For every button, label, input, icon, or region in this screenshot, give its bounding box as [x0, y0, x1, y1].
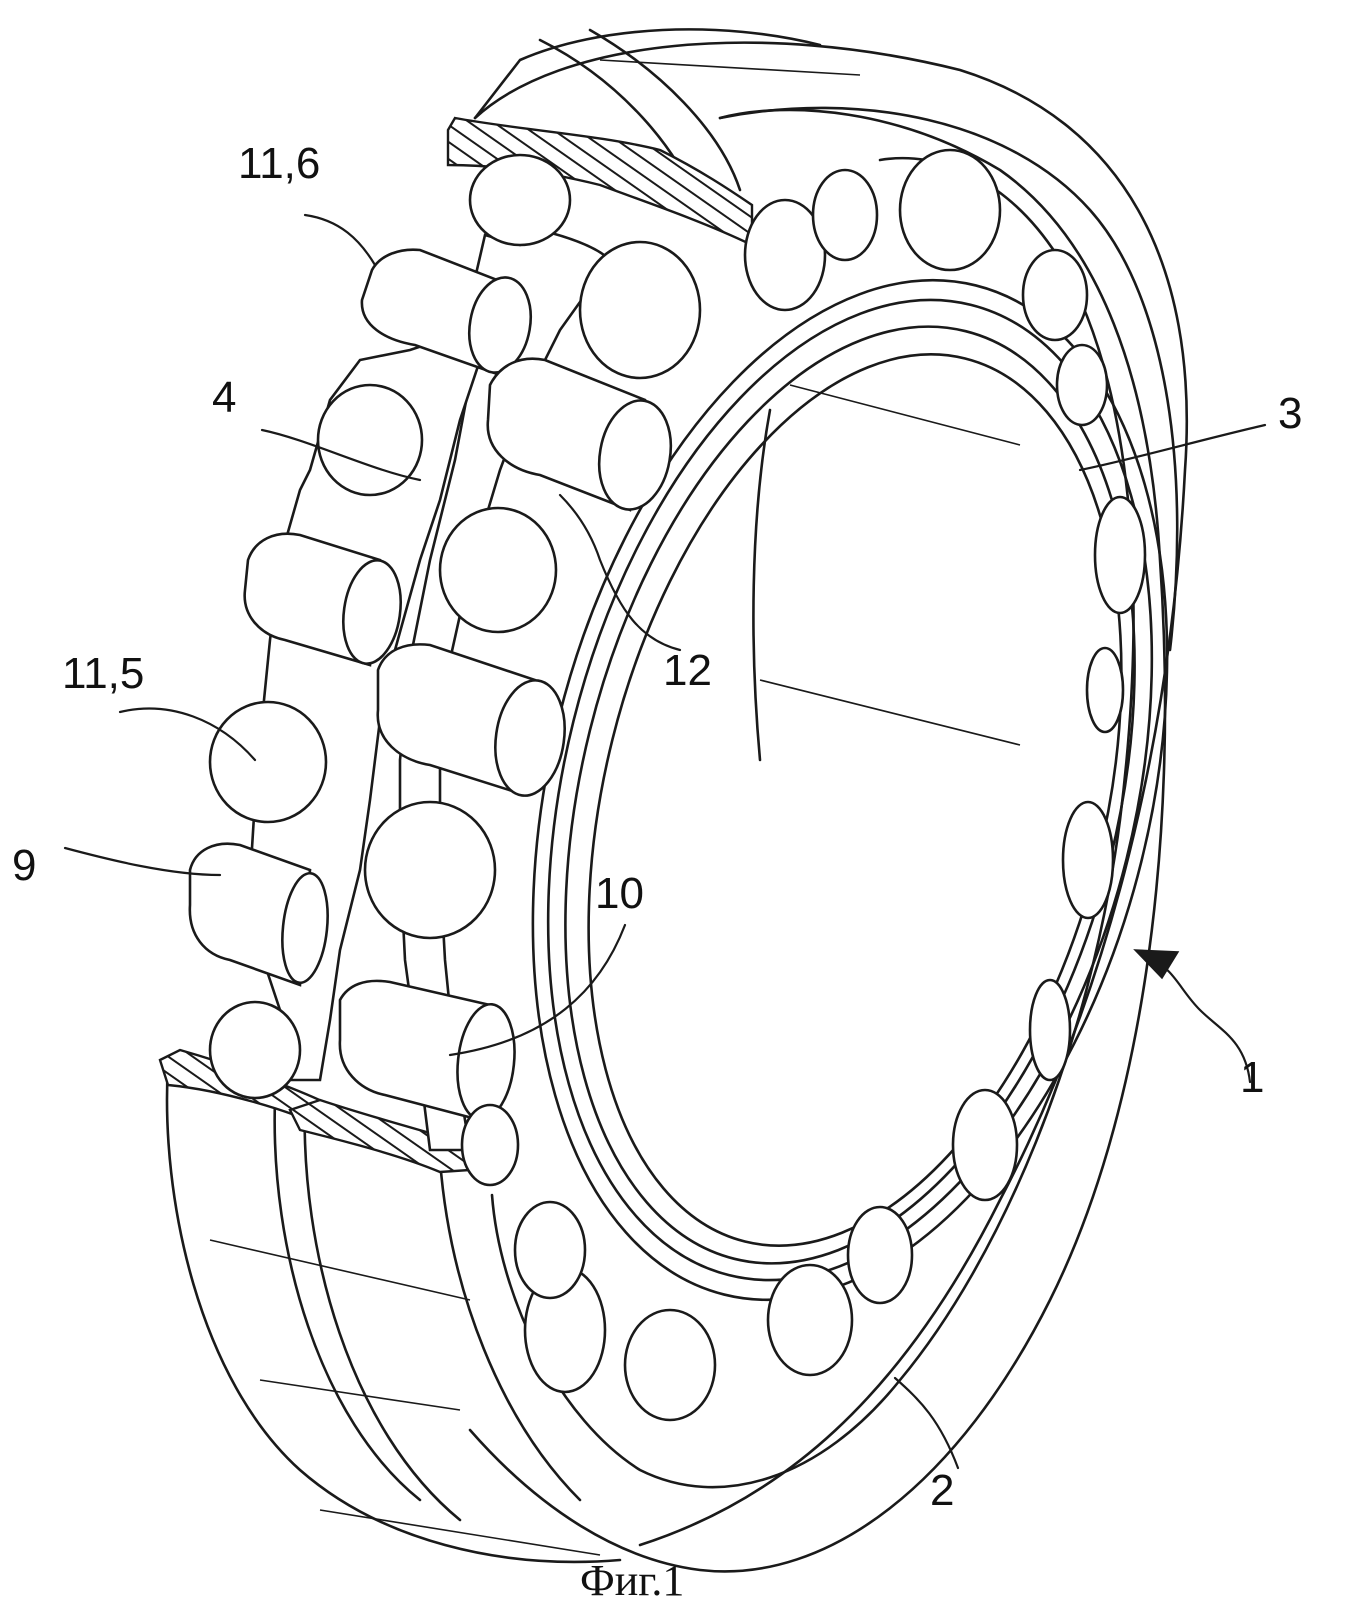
- leader-lines: [63, 213, 1267, 1470]
- ball-11-5: [208, 700, 328, 824]
- label-4: 4: [212, 373, 236, 422]
- leader-11-6: [303, 213, 377, 267]
- ball-lower-center: [363, 800, 497, 940]
- label-9: 9: [12, 841, 36, 890]
- label-11-6: 11,6: [238, 139, 320, 188]
- ball-bottom-left: [208, 1000, 302, 1100]
- leader-1: [1148, 956, 1252, 1084]
- label-10: 10: [595, 869, 644, 918]
- ball-upper-left: [316, 383, 424, 497]
- ball-top-behind: [468, 153, 572, 247]
- label-11-5: 11,5: [62, 649, 144, 698]
- rollers-spherical: [208, 148, 1147, 1422]
- leader-10: [448, 923, 627, 1057]
- roller-center: [376, 643, 566, 797]
- leader-11-5: [118, 707, 257, 762]
- leader-2: [893, 1376, 960, 1470]
- rollers-cylindrical: [188, 248, 673, 1122]
- leader-3: [1078, 423, 1267, 472]
- label-3: 3: [1278, 389, 1302, 438]
- leader-9: [63, 846, 222, 877]
- label-1: 1: [1240, 1053, 1264, 1102]
- roller-10: [338, 979, 516, 1122]
- leader-4: [260, 428, 422, 482]
- roller-11-6: [360, 248, 532, 377]
- roller-upper-center: [486, 357, 673, 512]
- inner-ring: [531, 278, 1169, 1302]
- label-12: 12: [663, 646, 712, 695]
- ball-top-center: [578, 240, 702, 380]
- label-2: 2: [930, 1466, 954, 1515]
- arrowhead-1: [1133, 949, 1180, 980]
- figure-caption: Фиг.1: [580, 1556, 684, 1605]
- outer-ring: [165, 28, 1189, 1573]
- roller-9: [188, 842, 329, 987]
- roller-left-mid: [243, 532, 402, 667]
- ball-12: [438, 506, 558, 634]
- leader-12: [558, 493, 682, 652]
- reference-labels: 11,6 4 3 12 11,5 9 10 1 2: [12, 139, 1302, 1515]
